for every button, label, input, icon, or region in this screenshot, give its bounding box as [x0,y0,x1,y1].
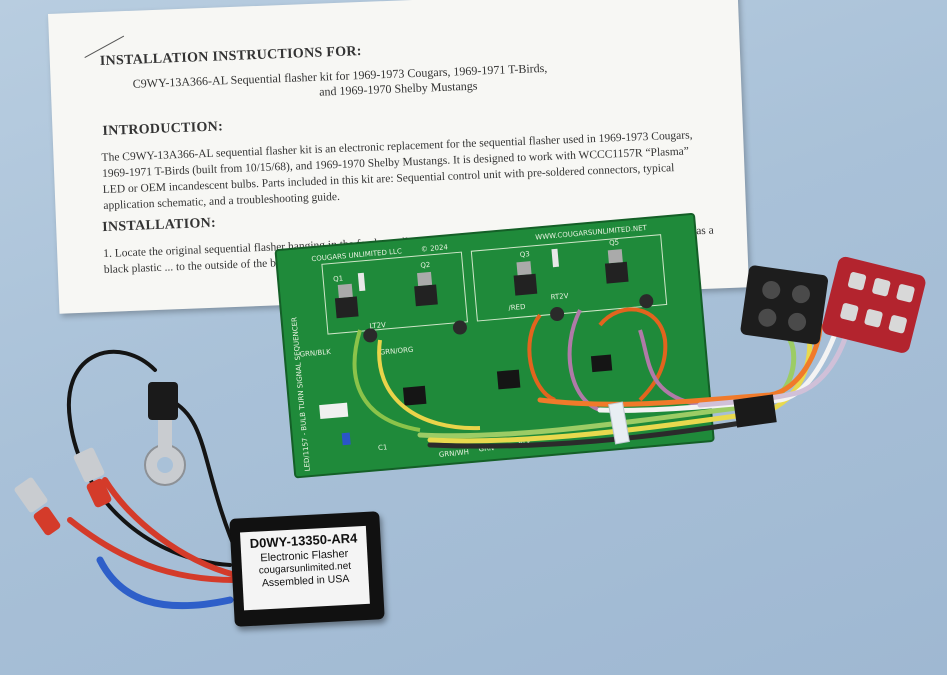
pcb-label-grn-org: GRN/ORG [379,346,413,357]
pcb-label-q5: Q5 [609,238,620,247]
pcb-year: © 2024 [421,243,449,253]
pcb-label-q3: Q3 [519,250,530,259]
flasher-label: D0WY-13350-AR4 Electronic Flasher cougar… [239,525,370,611]
ring-terminal [144,382,186,486]
pcb-label-grn-blk: GRN/BLK [299,348,331,359]
pcb-label-rt2v: RT2V [550,292,569,302]
pcb-label-grn-wh: GRN/WH [439,448,470,459]
pcb-label-q1: Q1 [333,275,344,284]
pcb-label-lt2v: LT2V [369,321,386,330]
pcb-label-q2: Q2 [420,261,431,270]
pcb-label-red: /RED [508,303,526,312]
pen-mark [84,35,125,59]
electronic-flasher-box: D0WY-13350-AR4 Electronic Flasher cougar… [229,511,385,627]
red-connector [822,256,926,353]
flasher-leads [66,349,242,610]
black-connector [740,265,829,345]
instruction-sheet: INSTALLATION INSTRUCTIONS FOR: C9WY-13A3… [48,0,750,314]
pcb-label-grn: GRN [478,444,494,453]
wire-harness [417,317,853,449]
pcb-label-c1: C1 [378,443,388,452]
spade-terminals [14,447,112,536]
